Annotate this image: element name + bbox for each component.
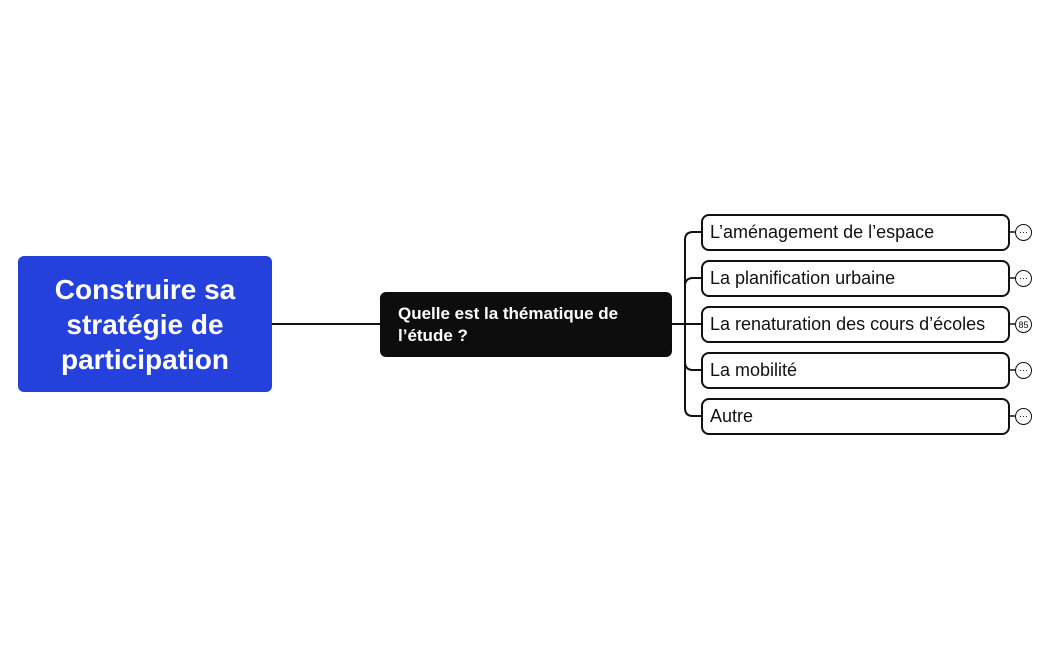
option-node[interactable]: L’aménagement de l’espace (701, 214, 1010, 251)
option-node[interactable]: La planification urbaine (701, 260, 1010, 297)
option-node[interactable]: Autre (701, 398, 1010, 435)
option-node[interactable]: La renaturation des cours d’écoles (701, 306, 1010, 343)
option-label: L’aménagement de l’espace (710, 222, 935, 242)
root-node[interactable]: Construire sa stratégie de participation (18, 256, 272, 392)
option-label: La renaturation des cours d’écoles (710, 314, 986, 334)
option-label: La mobilité (710, 360, 798, 380)
collapse-badge[interactable]: ⋯ (1015, 270, 1032, 287)
option-node[interactable]: La mobilité (701, 352, 1010, 389)
bracket-connector (684, 231, 701, 417)
collapse-badge[interactable]: ⋯ (1015, 224, 1032, 241)
collapse-badge[interactable]: ⋯ (1015, 362, 1032, 379)
collapse-badge[interactable]: ⋯ (1015, 408, 1032, 425)
option-label: Autre (710, 406, 754, 426)
root-label: Construire sa stratégie de participation (54, 273, 236, 375)
option-label: La planification urbaine (710, 268, 896, 288)
collapse-count-badge[interactable]: 85 (1015, 316, 1032, 333)
branch-connector (684, 277, 701, 371)
question-node[interactable]: Quelle est la thématique de l’étude ? (380, 292, 672, 357)
question-label: Quelle est la thématique de l’étude ? (398, 303, 619, 345)
